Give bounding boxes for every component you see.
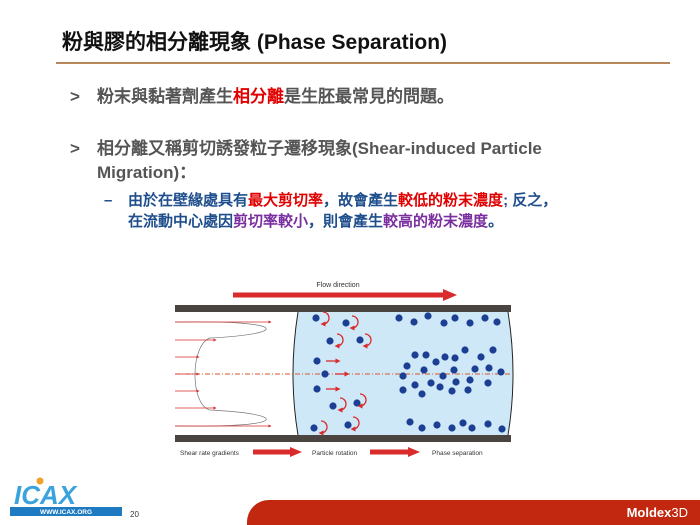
bullet-1: 粉末與黏著劑產生相分離是生胚最常見的問題。	[97, 87, 454, 106]
particle	[441, 353, 449, 361]
particle	[464, 386, 472, 394]
bullet-marker: >	[70, 87, 80, 106]
particle	[433, 421, 441, 429]
particle	[452, 378, 460, 386]
sub-bullet: –由於在壁緣處具有最大剪切率，故會產生較低的粉末濃度; 反之， 在流動中心處因剪…	[104, 192, 558, 230]
particle	[420, 366, 428, 374]
particle	[410, 318, 418, 326]
particle	[321, 370, 329, 378]
velocity-arrows	[175, 320, 272, 428]
rotation-arrow	[349, 315, 359, 331]
particle	[313, 385, 321, 393]
particle	[498, 425, 506, 433]
particle	[493, 318, 501, 326]
particle	[310, 424, 318, 432]
particle	[497, 368, 505, 376]
rotation-arrow	[334, 333, 344, 349]
particle	[399, 386, 407, 394]
flow-direction-label: Flow direction	[316, 282, 359, 289]
title-divider	[56, 62, 670, 64]
particle	[326, 337, 334, 345]
particle	[451, 314, 459, 322]
particle	[342, 319, 350, 327]
particle	[312, 314, 320, 322]
particle	[485, 364, 493, 372]
particle	[436, 383, 444, 391]
rotation-arrow	[350, 416, 360, 432]
top-wall	[175, 305, 511, 312]
particle	[424, 312, 432, 320]
rotation-arrow	[337, 397, 347, 413]
particle	[484, 379, 492, 387]
particle	[448, 387, 456, 395]
particle	[451, 354, 459, 362]
rotation-arrow	[357, 393, 367, 409]
particle	[411, 351, 419, 359]
rotation-arrow	[320, 311, 330, 327]
particle	[448, 424, 456, 432]
particle	[411, 381, 419, 389]
particles	[310, 311, 506, 436]
particle	[344, 421, 352, 429]
particle	[466, 319, 474, 327]
bottom-wall	[175, 435, 511, 442]
particle	[481, 314, 489, 322]
particle	[489, 346, 497, 354]
particle	[427, 379, 435, 387]
rotation-arrow	[318, 420, 328, 436]
particle	[329, 402, 337, 410]
particle	[484, 420, 492, 428]
page-number: 20	[130, 510, 139, 519]
moldex3d-logo: Moldex3D	[626, 505, 688, 520]
particle	[459, 419, 467, 427]
particle	[403, 362, 411, 370]
particle	[432, 358, 440, 366]
step-phase-separation: Phase separation	[432, 450, 483, 457]
step-shear-rate: Shear rate gradients	[180, 450, 240, 457]
particle	[395, 314, 403, 322]
particle	[418, 390, 426, 398]
particle	[477, 353, 485, 361]
rotation-arrow	[362, 333, 372, 349]
particle	[471, 365, 479, 373]
particle	[356, 336, 364, 344]
particle	[468, 424, 476, 432]
particle	[466, 376, 474, 384]
particle	[422, 351, 430, 359]
slide-title: 粉與膠的相分離現象 (Phase Separation)	[62, 31, 448, 54]
particle	[461, 346, 469, 354]
particle	[406, 418, 414, 426]
particle	[399, 372, 407, 380]
bullet-marker: >	[70, 139, 80, 158]
step-particle-rotation: Particle rotation	[312, 450, 358, 457]
particle	[313, 357, 321, 365]
particle	[439, 372, 447, 380]
phase-separation-diagram: Flow direction Shear rate gradients Part…	[174, 282, 514, 457]
particle	[418, 424, 426, 432]
svg-text:ICAX: ICAX	[14, 480, 78, 510]
particle	[353, 399, 361, 407]
icax-logo: ICAX WWW.ICAX.ORG	[10, 477, 122, 516]
velocity-profile	[174, 321, 267, 427]
footer-band	[247, 500, 700, 525]
svg-text:WWW.ICAX.ORG: WWW.ICAX.ORG	[40, 509, 92, 516]
particle	[440, 319, 448, 327]
particle	[450, 366, 458, 374]
